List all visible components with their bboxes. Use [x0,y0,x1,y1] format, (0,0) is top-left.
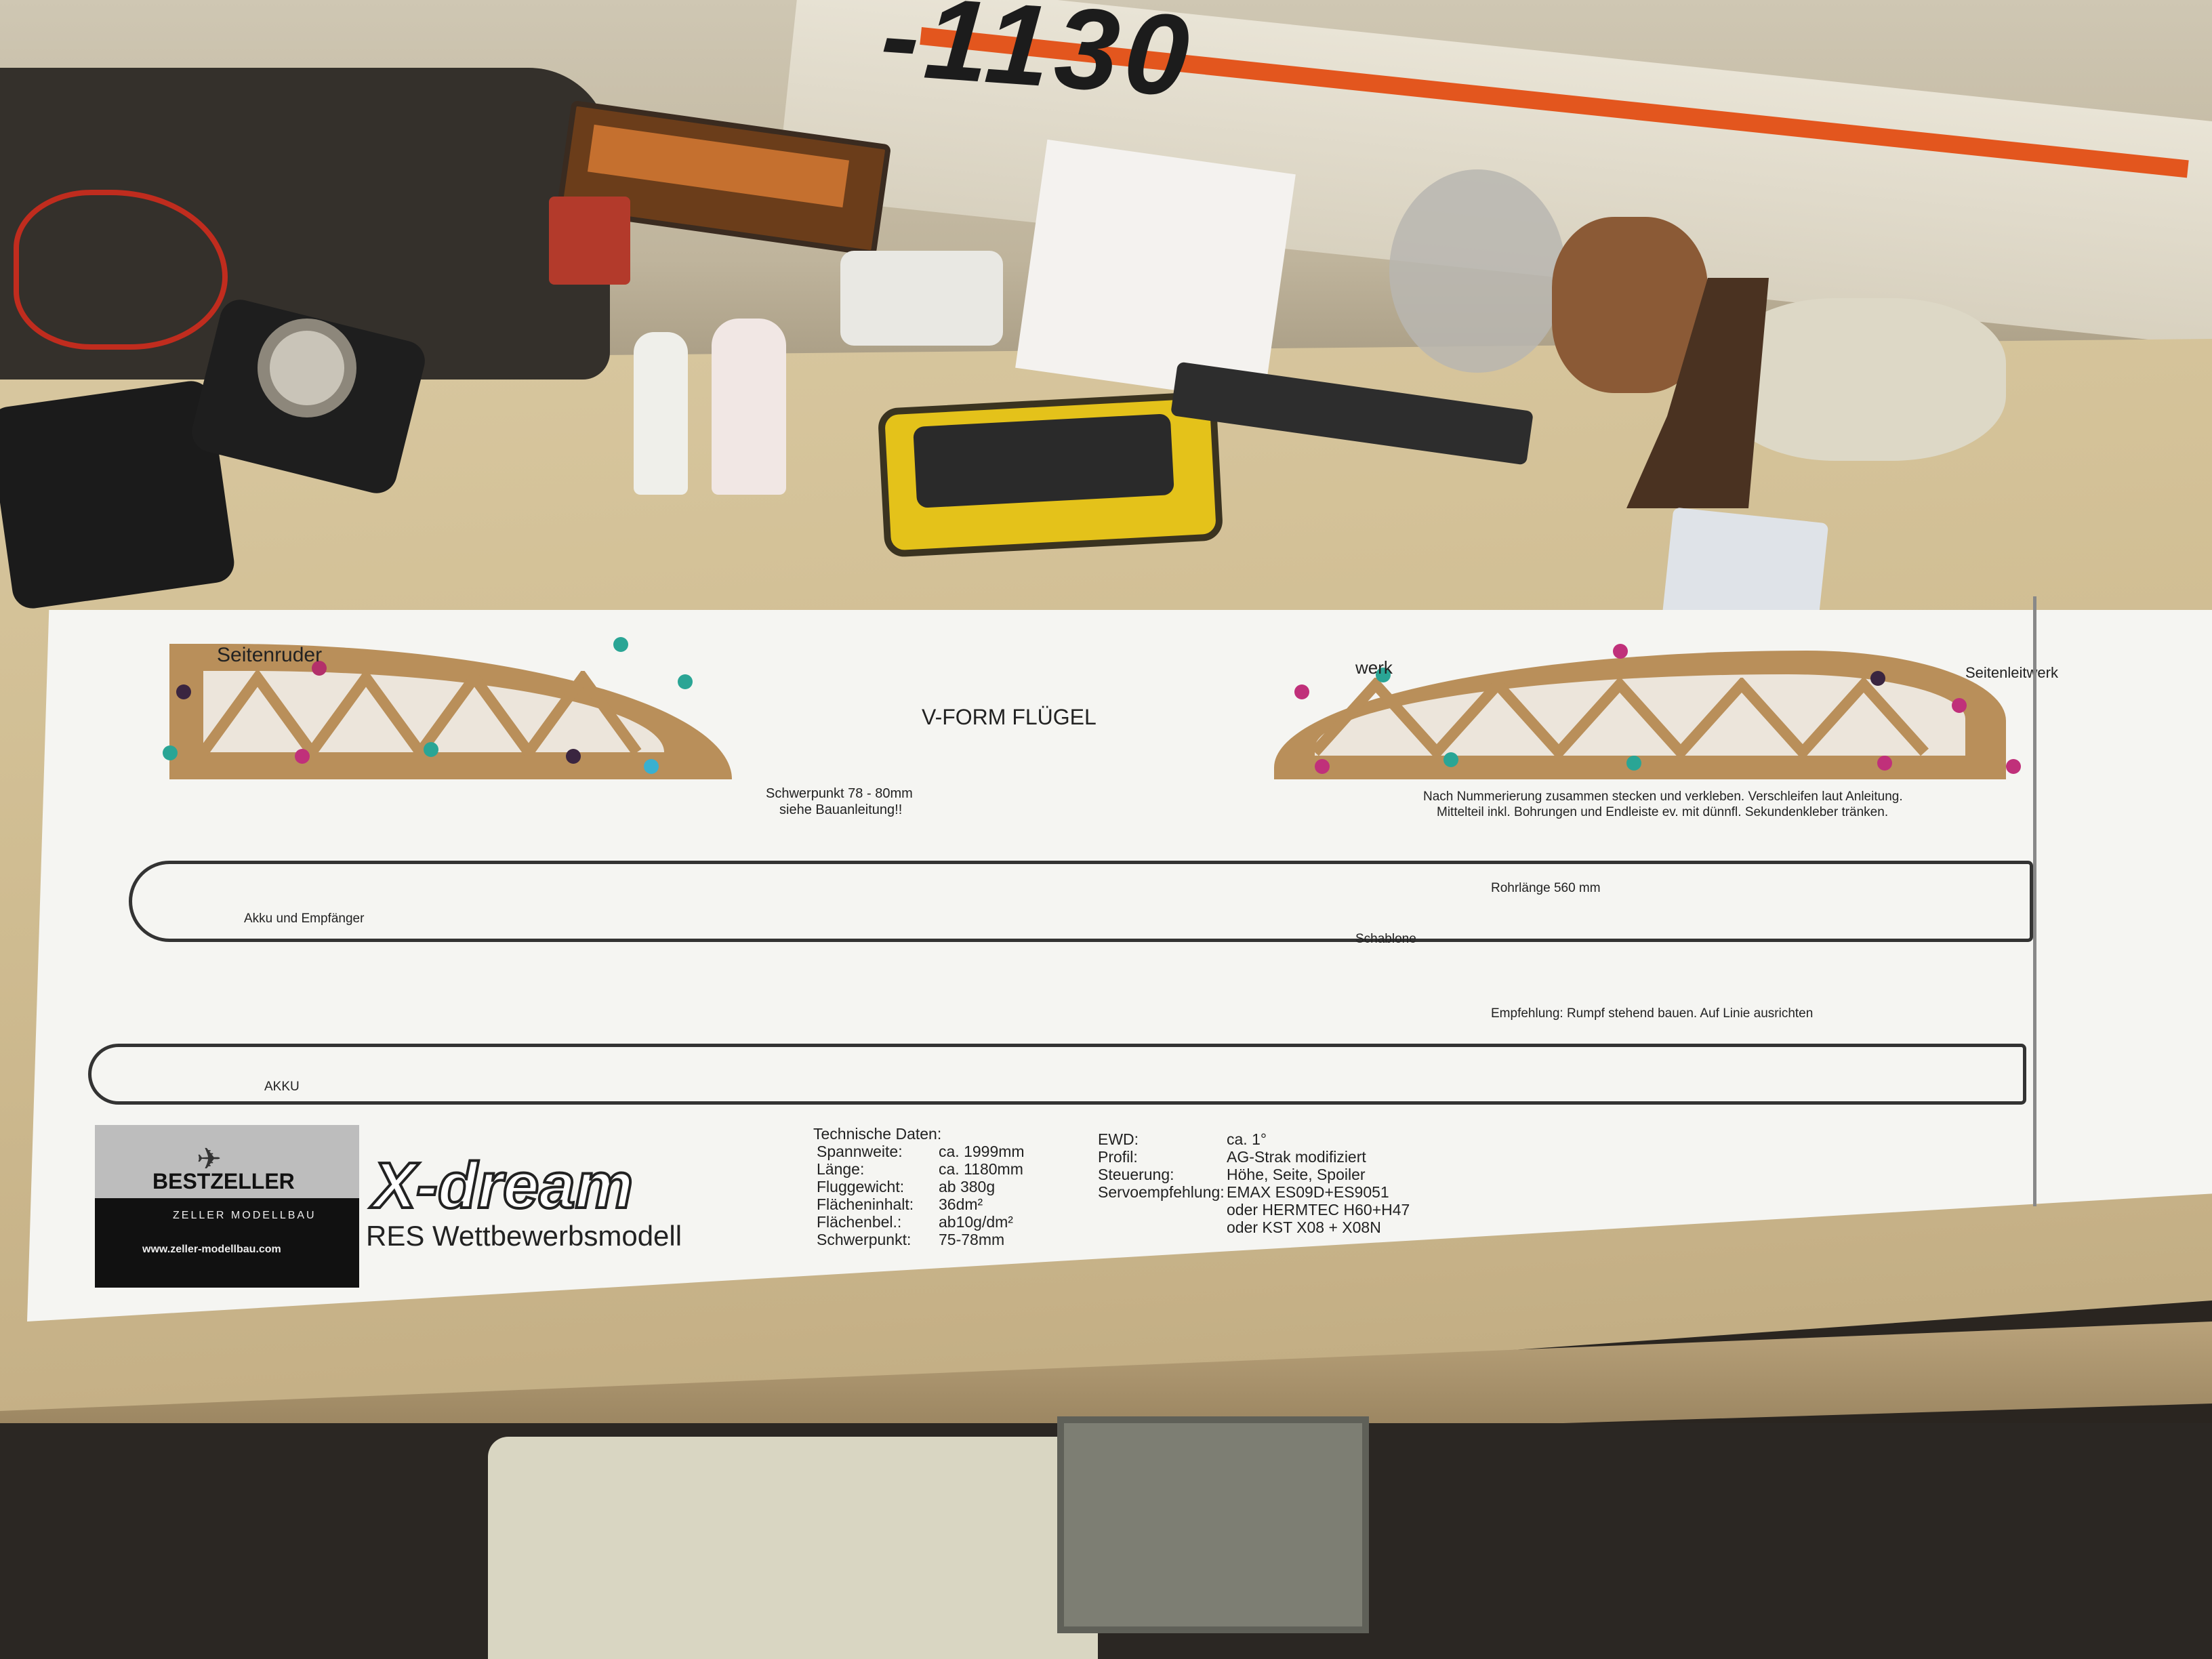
red-tape-roll [549,197,630,285]
tool-case-tray [913,413,1174,508]
push-pin [163,745,178,760]
spec-row: Flächenbel.:ab10g/dm² [817,1213,1013,1231]
fuselage-side-view [129,861,2033,942]
spec-row: Länge:ca. 1180mm [817,1160,1023,1178]
spec-row: oder HERMTEC H60+H47 [1227,1201,1410,1218]
sharpener-machine [1721,298,2006,461]
push-pin [613,637,628,652]
ca-glue-bottle [712,319,786,495]
red-wires [14,190,228,350]
glue-bottle [634,332,688,495]
foam-block [840,251,1003,346]
model-name: X-dream [371,1148,634,1223]
brand-sub: ZELLER MODELLBAU [173,1210,316,1221]
push-pin [295,749,310,764]
fin-truss [1315,678,1929,759]
spec-row: Schwerpunkt:75-78mm [817,1231,1005,1248]
nose-label: AKKU [264,1080,300,1094]
push-pin [1877,756,1892,771]
tail-label-left: werk [1355,657,1393,678]
fuselage-top-view [88,1044,2026,1105]
spec-row: Profil:AG-Strak modifiziert [1098,1148,1366,1166]
spec-row: Flächeninhalt:36dm² [817,1195,983,1213]
cork-block [1552,217,1708,393]
tech-title: Technische Daten: [813,1125,942,1143]
control-specs: EWD:ca. 1° Profil:AG-Strak modifiziert S… [1098,1130,1410,1236]
push-pin [1315,759,1330,774]
push-pin [176,684,191,699]
push-pin [566,749,581,764]
spec-row: Fluggewicht:ab 380g [817,1178,996,1195]
logo-glider-icon: ✈ [197,1143,222,1176]
fabric-bag [488,1437,1098,1659]
rib-note-line2: Mittelteil inkl. Bohrungen und Endleiste… [1437,805,1889,819]
white-box [1015,139,1296,403]
brand-url: www.zeller-modellbau.com [142,1244,281,1255]
push-pin [312,661,327,676]
tape-roll [258,319,356,417]
model-subtitle: RES Wettbewerbsmodell [366,1220,682,1252]
push-pin [424,742,438,757]
wing-label: V-FORM FLÜGEL [922,705,1097,729]
storage-crate [1057,1416,1369,1633]
push-pin [2006,759,2021,774]
rib-note-line1: Nach Nummerierung zusammen stecken und v… [1423,790,1903,804]
spec-row: Steuerung:Höhe, Seite, Spoiler [1098,1166,1366,1183]
fuselage-label: Akku und Empfänger [244,912,365,926]
poster-text: -1130 [876,0,1199,121]
push-pin [1443,752,1458,767]
rudder-truss [203,671,642,759]
rudder-label: Seitenruder [217,644,323,666]
push-pin [1613,644,1628,659]
push-pin [678,674,693,689]
fuselage-note: Empfehlung: Rumpf stehend bauen. Auf Lin… [1491,1006,1814,1021]
spec-row: oder KST X08 + X08N [1227,1218,1381,1236]
tube-length-label: Rohrlänge 560 mm [1491,881,1601,895]
tech-specs: Spannweite:ca. 1999mm Länge:ca. 1180mm F… [817,1143,1025,1248]
push-pin [1294,684,1309,699]
push-pin [644,759,659,774]
push-pin [1952,698,1967,713]
spec-row: Servoempfehlung:EMAX ES09D+ES9051 [1098,1183,1389,1201]
push-pin [1626,756,1641,771]
template-label: Schablone [1355,932,1416,946]
bestzeller-logo [95,1125,359,1288]
plastic-bag [1389,169,1565,373]
push-pin [1870,671,1885,686]
cg-note-line1: Schwerpunkt 78 - 80mm [766,786,913,801]
cg-note-line2: siehe Bauanleitung!! [779,802,903,817]
push-pin [1376,668,1391,682]
spec-row: EWD:ca. 1° [1098,1130,1267,1148]
spec-row: Spannweite:ca. 1999mm [817,1143,1025,1160]
brand-name: BESTZELLER [152,1169,295,1193]
tail-drawing [2033,596,2212,1206]
tail-label-right: Seitenleitwerk [1965,664,2058,681]
